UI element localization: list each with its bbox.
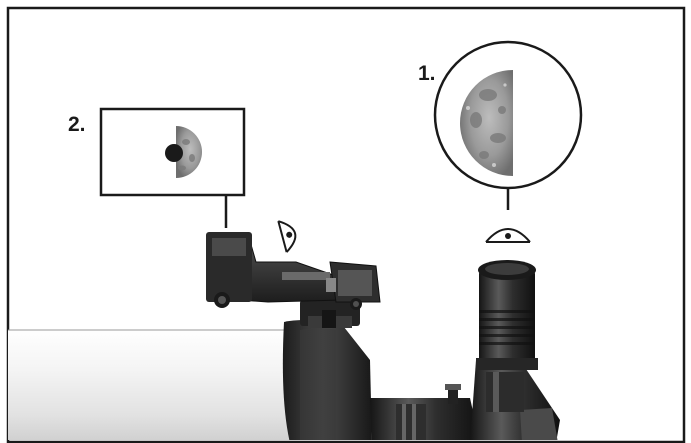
star-diagonal [470, 360, 560, 440]
red-dot-icon [165, 144, 183, 162]
tube-ring [282, 320, 372, 440]
half-moon-icon [176, 126, 202, 178]
half-moon-icon [460, 70, 513, 176]
telescope-tube [8, 329, 292, 440]
red-dot-finder [206, 232, 381, 310]
eyepiece-view-number: 1. [418, 62, 436, 85]
finder-view-callout [99, 107, 246, 228]
eyepiece [476, 260, 538, 370]
eye-icon [277, 220, 297, 253]
eyepiece-view-callout [433, 40, 583, 243]
finder-bracket [300, 300, 360, 328]
focuser-assembly [370, 384, 480, 440]
finder-view-number: 2. [68, 113, 86, 136]
eye-icon [485, 228, 531, 243]
